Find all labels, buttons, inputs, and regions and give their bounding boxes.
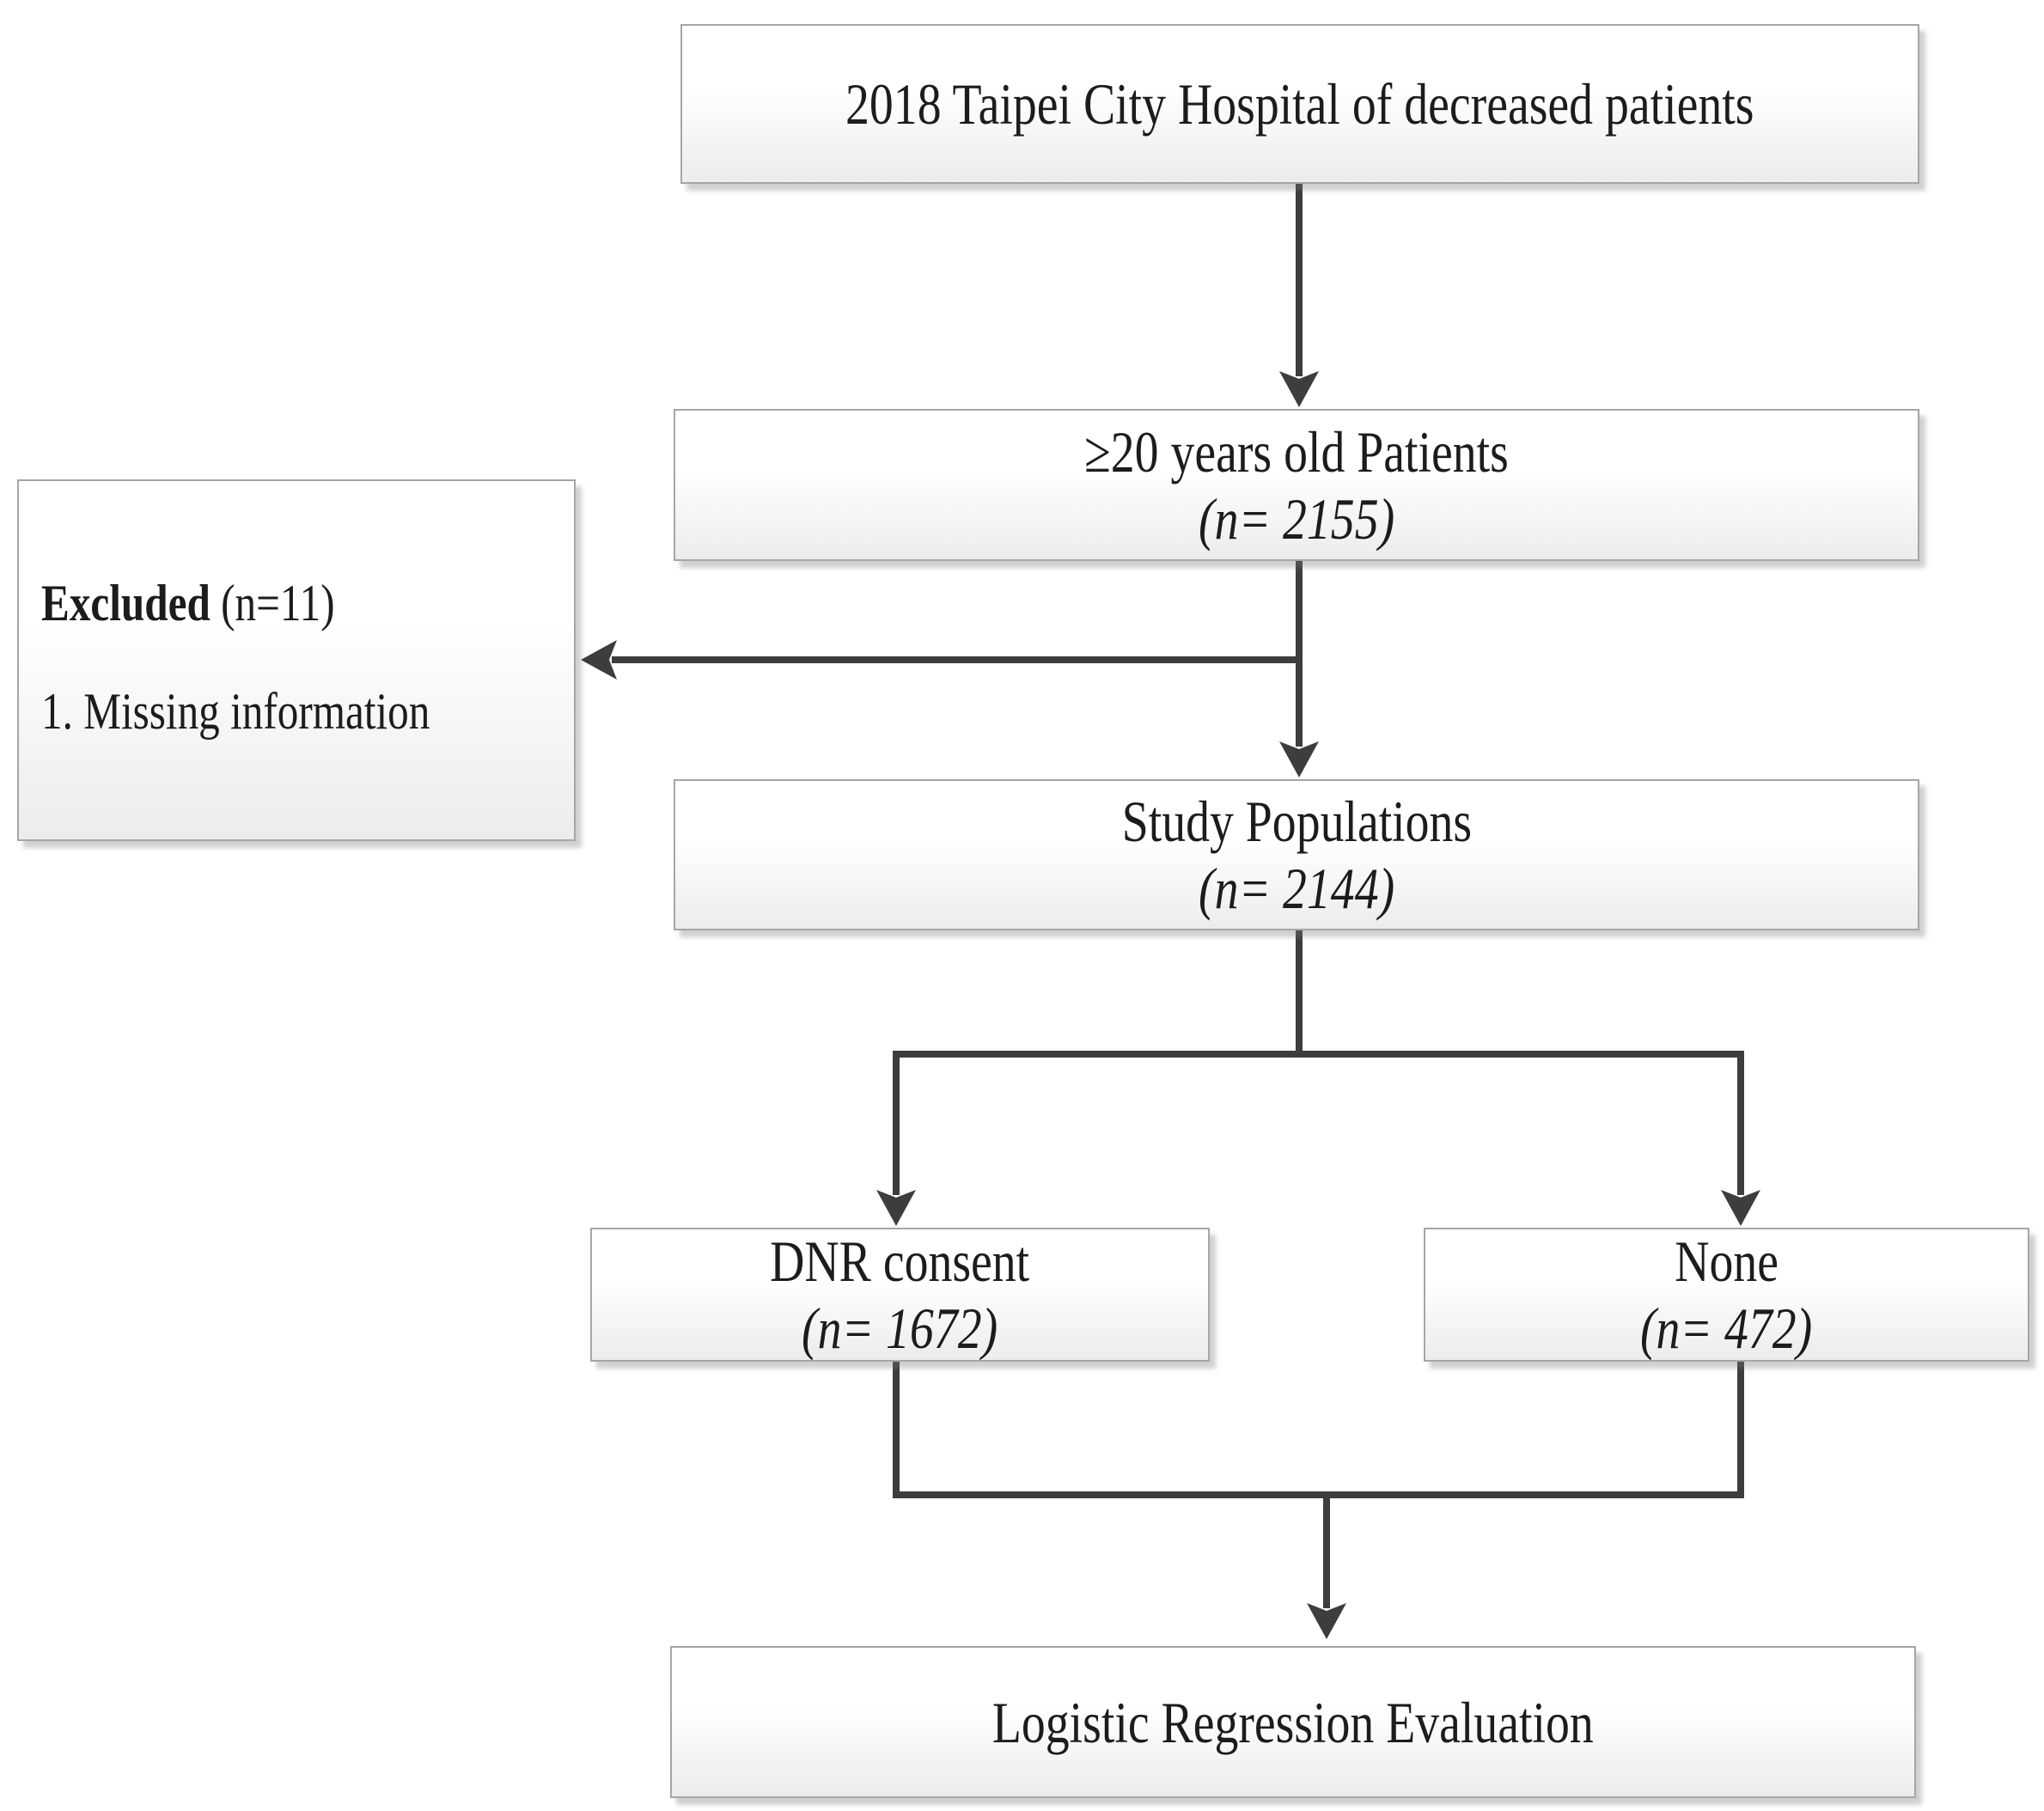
- node-study-population: Study Populations (n= 2144): [674, 779, 1919, 930]
- arrowhead-down-study: [1279, 741, 1319, 777]
- arrowhead-down-outcome: [1307, 1603, 1346, 1639]
- arrowhead-down-none: [1721, 1190, 1760, 1226]
- none-count: (n= 472): [1640, 1296, 1813, 1361]
- study-label: Study Populations: [1121, 789, 1472, 854]
- age-filter-count: (n= 2155): [1198, 485, 1395, 552]
- arrowhead-down-dnr: [876, 1190, 916, 1226]
- excluded-heading: Excluded (n=11): [41, 570, 335, 636]
- none-label: None: [1675, 1229, 1779, 1294]
- node-excluded: Excluded (n=11) 1. Missing information: [17, 479, 576, 841]
- excluded-title: Excluded: [41, 575, 211, 631]
- excluded-count: (n=11): [221, 575, 335, 631]
- node-age-filter: ≥20 years old Patients (n= 2155): [674, 409, 1919, 561]
- node-none: None (n= 472): [1424, 1228, 2029, 1362]
- dnr-count: (n= 1672): [802, 1296, 998, 1361]
- age-filter-label: ≥20 years old Patients: [1084, 418, 1509, 485]
- outcome-label: Logistic Regression Evaluation: [992, 1689, 1594, 1755]
- node-source-population: 2018 Taipei City Hospital of decreased p…: [680, 24, 1919, 184]
- node-outcome: Logistic Regression Evaluation: [670, 1646, 1916, 1798]
- arrowhead-down-age: [1279, 371, 1319, 407]
- dnr-label: DNR consent: [770, 1229, 1030, 1294]
- source-label: 2018 Taipei City Hospital of decreased p…: [845, 71, 1754, 137]
- node-dnr-consent: DNR consent (n= 1672): [590, 1228, 1210, 1362]
- excluded-reason-1: 1. Missing information: [41, 683, 430, 740]
- study-count: (n= 2144): [1198, 856, 1395, 921]
- arrowhead-left-excluded: [581, 640, 617, 680]
